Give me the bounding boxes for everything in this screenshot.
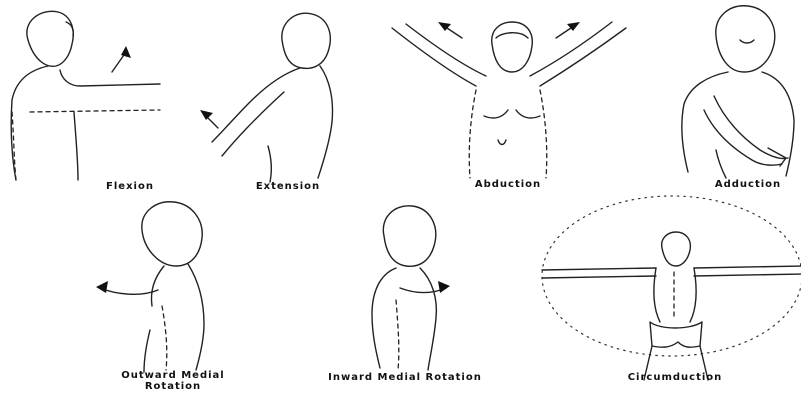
figure-extension	[200, 13, 333, 182]
label-circumduction: Circumduction	[610, 373, 740, 383]
label-outward-rotation-line1: Outward Medial	[118, 371, 228, 381]
figure-abduction	[392, 22, 626, 178]
figure-outward-rotation	[96, 202, 204, 372]
figure-circumduction	[542, 196, 801, 380]
figure-inward-rotation	[372, 206, 450, 370]
figure-flexion	[11, 11, 160, 180]
label-flexion: Flexion	[100, 182, 160, 192]
label-inward-rotation: Inward Medial Rotation	[310, 373, 500, 383]
label-abduction: Abduction	[460, 180, 556, 190]
label-adduction: Adduction	[700, 180, 796, 190]
figure-adduction	[682, 6, 794, 178]
label-extension: Extension	[240, 182, 336, 192]
label-outward-rotation-line2: Rotation	[130, 382, 216, 392]
